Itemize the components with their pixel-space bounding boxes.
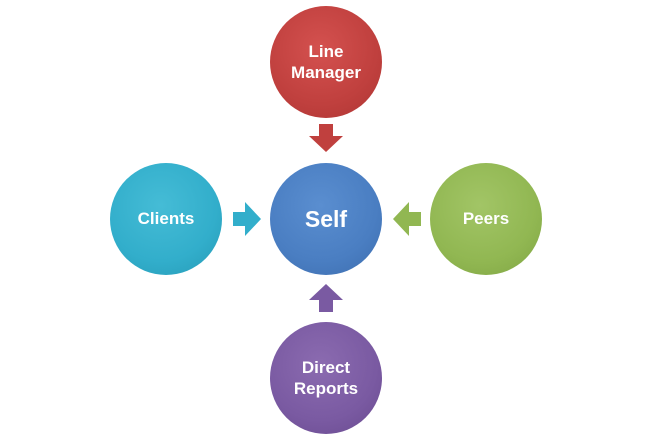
clients-label: Clients bbox=[137, 209, 195, 229]
arrow-bottom-shape bbox=[309, 284, 343, 312]
peers-label: Peers bbox=[462, 209, 510, 229]
direct-reports-label: Direct Reports bbox=[293, 357, 359, 398]
arrow-top-shape bbox=[309, 124, 343, 152]
arrow-right-icon bbox=[233, 202, 261, 236]
self-label: Self bbox=[304, 205, 348, 232]
line-manager-label: Line Manager bbox=[291, 41, 361, 82]
peers-node: Peers bbox=[430, 163, 542, 275]
arrow-left-icon bbox=[393, 202, 421, 236]
arrow-up-icon bbox=[309, 284, 343, 312]
clients-node: Clients bbox=[110, 163, 222, 275]
line-manager-node: Line Manager bbox=[270, 6, 382, 118]
direct-reports-node: Direct Reports bbox=[270, 322, 382, 434]
self-node: Self bbox=[270, 163, 382, 275]
arrow-down-icon bbox=[309, 124, 343, 152]
arrow-right-shape bbox=[393, 202, 421, 236]
arrow-left-shape bbox=[233, 202, 261, 236]
